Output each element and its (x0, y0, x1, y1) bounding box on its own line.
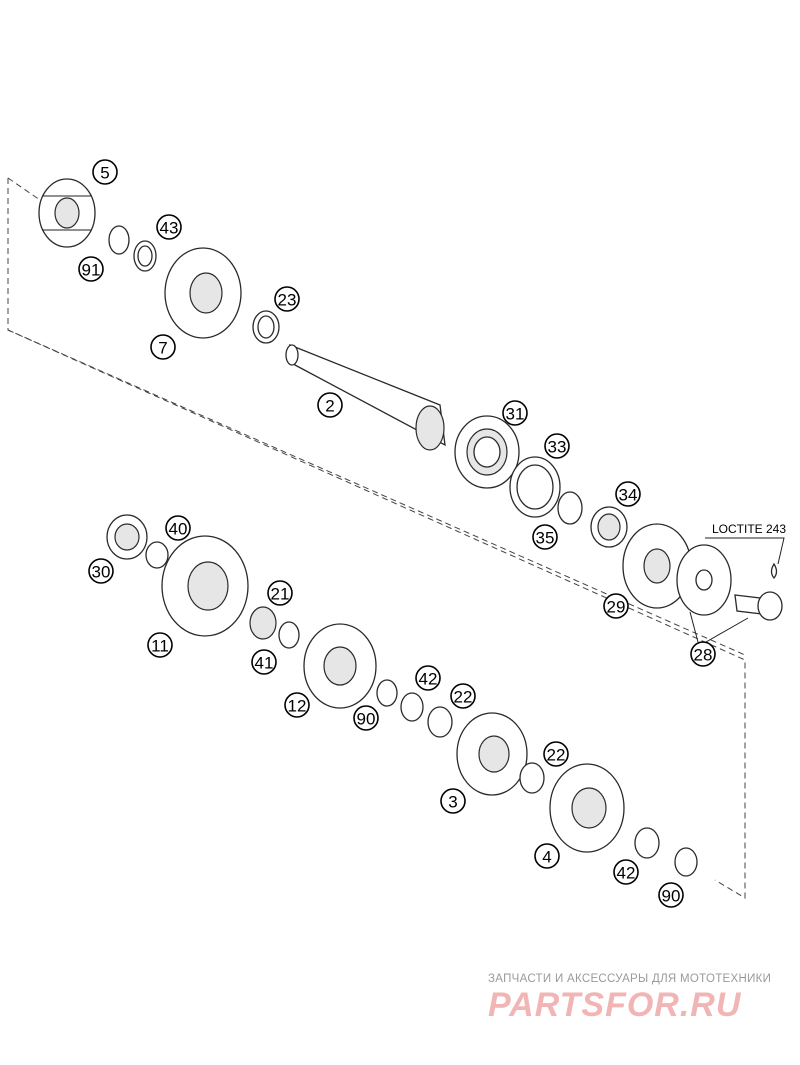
washer-41 (278, 621, 300, 649)
callout-4: 4 (534, 843, 560, 869)
upper-group-boundary (7, 177, 746, 656)
callout-33: 33 (544, 433, 570, 459)
circlip-90 (376, 679, 398, 707)
callout-label: 43 (160, 219, 179, 238)
callout-label: 40 (169, 520, 188, 539)
callout-22b: 22 (543, 741, 569, 767)
callout-12: 12 (284, 692, 310, 718)
loctite-drop-icon (770, 562, 778, 580)
gear-12 (303, 623, 377, 709)
callout-label: 11 (151, 637, 169, 656)
circlip-90b (674, 847, 698, 877)
callout-22: 22 (450, 683, 476, 709)
callout-label: 33 (548, 438, 567, 457)
callout-label: 4 (542, 848, 551, 867)
washer-40 (145, 541, 169, 569)
callout-label: 28 (694, 646, 713, 665)
gear-7 (164, 247, 242, 339)
callout-28-leaders (689, 611, 749, 643)
bearing-31 (454, 415, 520, 489)
callout-3: 3 (440, 788, 466, 814)
callout-30: 30 (88, 558, 114, 584)
callout-label: 90 (357, 710, 376, 729)
callout-label: 91 (82, 261, 101, 280)
callout-43: 43 (156, 214, 182, 240)
callout-2: 2 (317, 392, 343, 418)
callout-42: 42 (415, 665, 441, 691)
bushing-22 (427, 706, 453, 738)
callout-label: 3 (448, 793, 457, 812)
callout-90b: 90 (658, 882, 684, 908)
callout-5: 5 (92, 159, 118, 185)
washer-42 (400, 692, 424, 722)
circlip-91 (108, 225, 130, 255)
callout-23: 23 (274, 286, 300, 312)
callout-29: 29 (603, 593, 629, 619)
callout-90: 90 (353, 705, 379, 731)
callout-label: 2 (325, 397, 334, 416)
o-ring-35 (557, 491, 583, 525)
watermark-logo: PARTSFOR.RU (488, 986, 742, 1024)
callout-label: 41 (255, 654, 274, 673)
callout-label: 31 (506, 405, 525, 424)
callout-label: 5 (100, 164, 109, 183)
callout-label: 90 (662, 887, 681, 906)
callout-label: 30 (92, 563, 111, 582)
washer-28 (676, 544, 732, 616)
gear-11 (161, 535, 249, 637)
callout-40: 40 (165, 515, 191, 541)
callout-label: 42 (617, 864, 636, 883)
callout-label: 21 (271, 585, 290, 604)
group-divider-line (7, 329, 746, 899)
callout-35: 35 (532, 524, 558, 550)
callout-label: 34 (619, 486, 638, 505)
callout-7: 7 (150, 334, 176, 360)
bolt-28 (734, 591, 783, 621)
loctite-note: LOCTITE 243 (712, 522, 786, 536)
bearing-30 (106, 514, 148, 560)
callout-21: 21 (267, 580, 293, 606)
sprocket-29 (622, 523, 692, 609)
callout-41: 41 (251, 649, 277, 675)
callout-label: 7 (158, 339, 167, 358)
callout-label: 35 (536, 529, 555, 548)
callout-label: 22 (454, 688, 473, 707)
seal-33 (509, 456, 561, 518)
callout-34: 34 (615, 481, 641, 507)
bushing-22b (519, 762, 545, 794)
callout-42b: 42 (613, 859, 639, 885)
callout-label: 23 (278, 291, 297, 310)
shaft-2 (285, 343, 446, 451)
callout-11: 11 (147, 632, 173, 658)
washer-42b (634, 827, 660, 859)
washer-43 (133, 240, 157, 272)
callout-label: 22 (547, 746, 566, 765)
watermark-caption: ЗАПЧАСТИ И АКСЕССУАРЫ ДЛЯ МОТОТЕХНИКИ (488, 973, 772, 985)
callout-28: 28 (690, 641, 716, 667)
bushing-23 (252, 310, 280, 344)
callout-label: 12 (288, 697, 307, 716)
gear-4 (549, 763, 625, 853)
loctite-leader (705, 537, 785, 565)
callout-91: 91 (78, 256, 104, 282)
needle-bearing-21 (249, 606, 277, 640)
gear-5 (38, 178, 96, 248)
callout-31: 31 (502, 400, 528, 426)
spacer-34 (590, 506, 628, 548)
gear-3 (456, 712, 528, 796)
callout-label: 42 (419, 670, 438, 689)
callout-label: 29 (607, 598, 626, 617)
